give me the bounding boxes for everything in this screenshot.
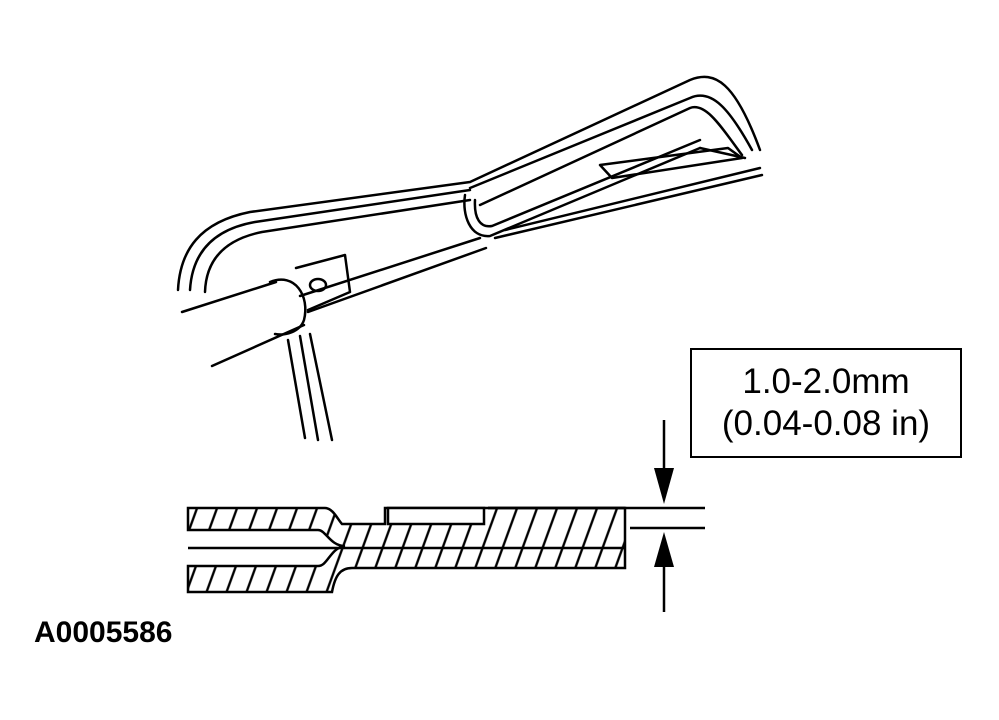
pliers-icon xyxy=(176,75,764,442)
arrow-down-icon xyxy=(654,420,674,504)
clamp-cross-section xyxy=(186,506,627,594)
dimension-lines xyxy=(488,506,705,530)
figure-id: A0005586 xyxy=(34,616,173,649)
arrow-up-icon xyxy=(654,532,674,612)
spec-imperial: (0.04-0.08 in) xyxy=(721,404,931,443)
spec-metric: 1.0-2.0mm xyxy=(742,362,910,401)
clearance-spec-box: 1.0-2.0mm (0.04-0.08 in) xyxy=(690,348,962,458)
